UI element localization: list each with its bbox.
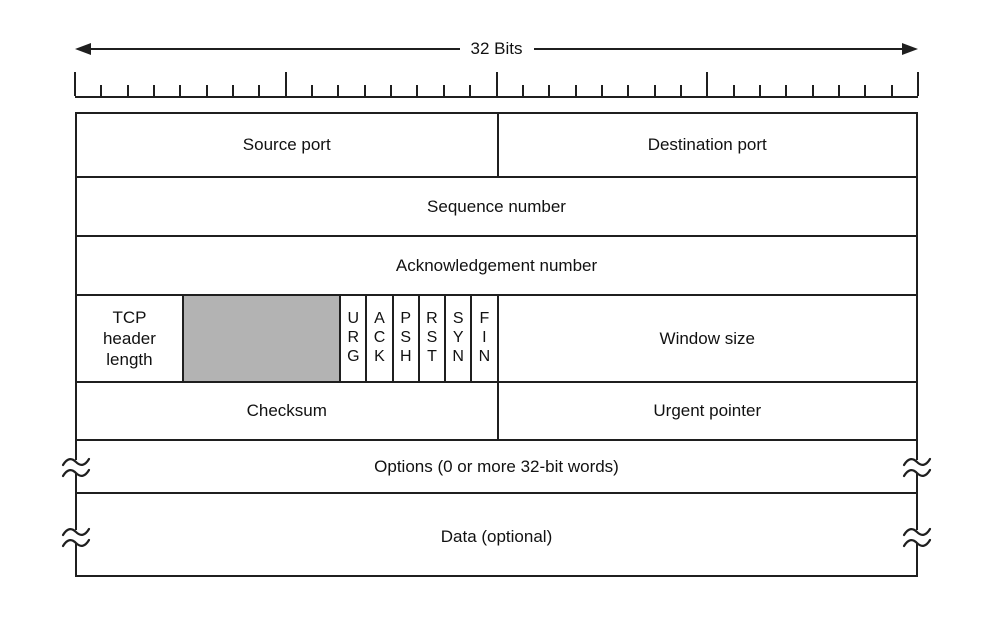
arrowhead-right-icon [902, 43, 919, 55]
field-window-size: Window size [496, 296, 917, 381]
ruler-tick-minor [469, 85, 472, 96]
bit-ruler [74, 72, 919, 98]
ruler-tick-minor [205, 85, 208, 96]
ruler-tick-minor [574, 85, 577, 96]
bits-label: 32 Bits [470, 39, 523, 58]
ruler-tick-minor [416, 85, 419, 96]
flag-ack: A C K [365, 296, 391, 381]
row-options: Options (0 or more 32-bit words) [60, 439, 933, 492]
ruler-tick-minor [864, 85, 867, 96]
field-acknowledgement-number: Acknowledgement number [395, 255, 598, 275]
ruler-tick-major [495, 72, 498, 96]
ruler-tick-minor [548, 85, 551, 96]
field-checksum: Checksum [246, 401, 327, 421]
field-urgent-pointer: Urgent pointer [496, 383, 917, 439]
ruler-tick-minor [311, 85, 314, 96]
ruler-tick-minor [442, 85, 445, 96]
ruler-tick-minor [521, 85, 524, 96]
ruler-tick-major [917, 72, 919, 96]
field-destination-port: Destination port [496, 114, 917, 176]
flag-rst: R S T [417, 296, 444, 381]
ruler-tick-minor [785, 85, 788, 96]
field-data: Data (optional) [440, 526, 553, 546]
field-sequence-number: Sequence number [427, 196, 566, 216]
row-data: Data (optional) [60, 492, 933, 579]
ruler-tick-major [74, 72, 76, 96]
ruler-tick-minor [837, 85, 840, 96]
ruler-tick-minor [811, 85, 814, 96]
ruler-tick-minor [390, 85, 393, 96]
ruler-tick-minor [758, 85, 761, 96]
row-ports: Source port Destination port [77, 114, 916, 176]
field-options: Options (0 or more 32-bit words) [374, 456, 619, 476]
ruler-tick-minor [653, 85, 656, 96]
field-source-port: Source port [242, 135, 331, 155]
ruler-tick-minor [627, 85, 630, 96]
flag-fin: F I N [470, 296, 496, 381]
ruler-tick-minor [363, 85, 366, 96]
ruler-tick-major [706, 72, 709, 96]
ruler-tick-minor [600, 85, 603, 96]
ruler-tick-major [284, 72, 287, 96]
ruler-tick-minor [337, 85, 340, 96]
ruler-tick-minor [890, 85, 893, 96]
field-reserved [181, 296, 340, 381]
arrow-line-right [533, 48, 903, 50]
ruler-tick-minor [153, 85, 156, 96]
ruler-tick-minor [232, 85, 235, 96]
row-acknowledgement-number: Acknowledgement number [77, 235, 916, 294]
ruler-tick-minor [258, 85, 261, 96]
ruler-tick-minor [679, 85, 682, 96]
arrow-line-left [91, 48, 460, 50]
flag-psh: P S H [391, 296, 418, 381]
ruler-tick-minor [100, 85, 103, 96]
flag-syn: S Y N [444, 296, 470, 381]
ruler-tick-minor [179, 85, 182, 96]
ruler-tick-minor [732, 85, 735, 96]
ruler-tick-minor [126, 85, 129, 96]
field-tcp-header-length: TCP header length [102, 307, 156, 370]
flag-urg: U R G [339, 296, 365, 381]
row-sequence-number: Sequence number [77, 176, 916, 235]
arrowhead-left-icon [75, 43, 91, 55]
row-checksum-urgent: Checksum Urgent pointer [77, 381, 916, 439]
bits-span-arrow: 32 Bits [75, 39, 919, 58]
